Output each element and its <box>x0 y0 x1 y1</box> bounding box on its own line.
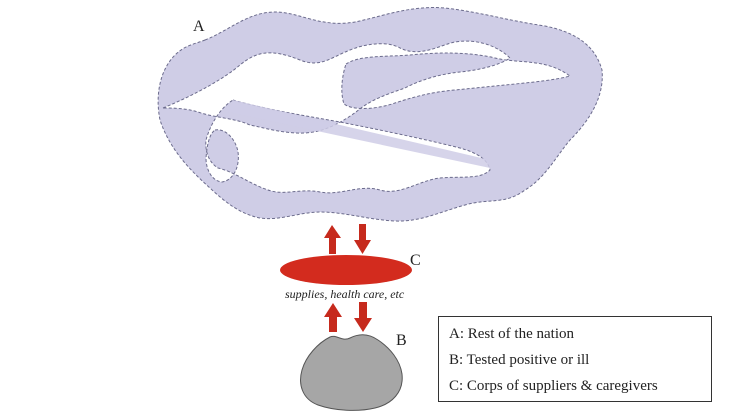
legend-item-c: C: Corps of suppliers & caregivers <box>449 378 658 394</box>
blob-b <box>300 334 403 411</box>
region-a-band <box>228 100 490 168</box>
arrow-down-a-c <box>354 224 371 254</box>
caption-supplies: supplies, health care, etc <box>285 287 405 301</box>
arrow-up-c-b <box>324 303 342 332</box>
arrow-down-c-b <box>354 302 372 332</box>
label-b: B <box>396 332 407 349</box>
arrows-a-c <box>324 224 371 254</box>
arrow-up-a-c <box>324 225 341 254</box>
ellipse-c <box>280 255 412 285</box>
legend-item-a: A: Rest of the nation <box>449 326 574 342</box>
region-a-shape <box>157 7 603 222</box>
legend-item-b: B: Tested positive or ill <box>449 352 590 368</box>
label-a: A <box>193 18 205 35</box>
label-c: C <box>410 252 421 269</box>
arrows-c-b <box>324 302 372 332</box>
legend-box: A: Rest of the nation B: Tested positive… <box>438 316 712 402</box>
